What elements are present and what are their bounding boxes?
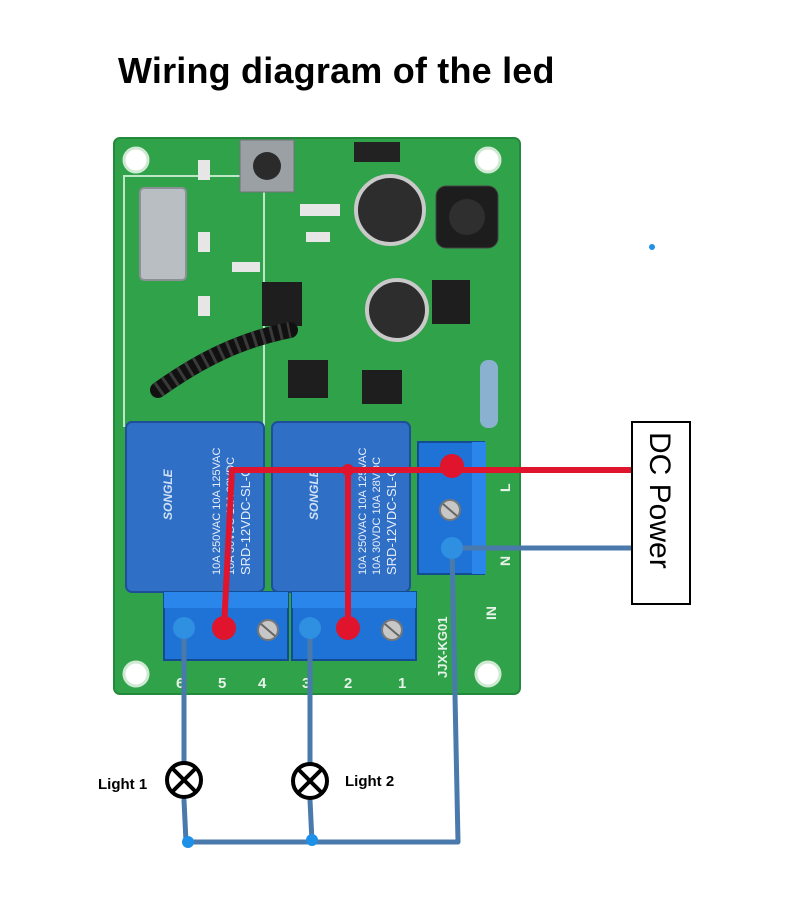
terminal-number: 3: [302, 675, 310, 692]
lamp-symbol-1: [165, 761, 203, 799]
terminal-number: 4: [258, 675, 267, 692]
ic-chip: [362, 370, 402, 404]
ic-chip: [288, 360, 328, 398]
terminal-number: 5: [218, 675, 226, 692]
page-title: Wiring diagram of the led: [118, 50, 555, 91]
capacitor: [354, 174, 426, 246]
terminal-number: 1: [398, 675, 406, 692]
mounting-hole: [122, 660, 150, 688]
positive-terminal-dot: [440, 454, 464, 478]
dc-power-label: DC Power: [643, 432, 676, 569]
relay-brand-text: SONGLE: [161, 468, 175, 520]
relay-board: SONGLE 10A 250VAC 10A 125VAC 10A 30VDC 1…: [113, 137, 521, 695]
board-model: JJX-KG01: [435, 617, 450, 678]
mounting-hole: [474, 660, 502, 688]
mounting-hole: [474, 146, 502, 174]
rf-module: [139, 187, 187, 281]
wire-junction: [342, 464, 354, 476]
relay-model-text: SRD-12VDC-SL-C: [384, 467, 399, 575]
negative-terminal-dot: [441, 537, 463, 559]
input-label-l: L: [497, 483, 513, 492]
antenna-coil: [150, 322, 298, 398]
relay1-no-dot: [173, 617, 195, 639]
stray-dot: [649, 244, 655, 250]
relay2-com-dot: [336, 616, 360, 640]
terminal-number: 6: [176, 675, 184, 692]
positive-wire: [221, 467, 635, 631]
terminal-number: 2: [344, 675, 352, 692]
dc-power-box: DC Power: [631, 421, 691, 605]
relay-rating-text: 10A 250VAC 10A 125VAC: [211, 448, 223, 575]
ic-chip: [432, 280, 470, 324]
ic-chip: [262, 282, 302, 326]
mounting-hole: [122, 146, 150, 174]
light-1-label: Light 1: [98, 776, 147, 793]
input-label-in: IN: [483, 606, 499, 620]
relay2-no-dot: [299, 617, 321, 639]
capacitor: [365, 278, 429, 342]
light-2-label: Light 2: [345, 773, 394, 790]
relay1-com-dot: [212, 616, 236, 640]
wire-junction: [306, 834, 318, 846]
wire-junction: [182, 836, 194, 848]
relay-rating-text: 10A 30VDC 10A 28VDC: [371, 457, 383, 575]
negative-wire: [181, 545, 635, 845]
lamp-symbol-2: [291, 762, 329, 800]
relay-brand-text: SONGLE: [307, 468, 321, 520]
input-label-n: N: [497, 556, 513, 566]
relay-rating-text: 10A 250VAC 10A 125VAC: [357, 448, 369, 575]
relay-model-text: SRD-12VDC-SL-C: [238, 467, 253, 575]
resistor: [480, 360, 498, 428]
